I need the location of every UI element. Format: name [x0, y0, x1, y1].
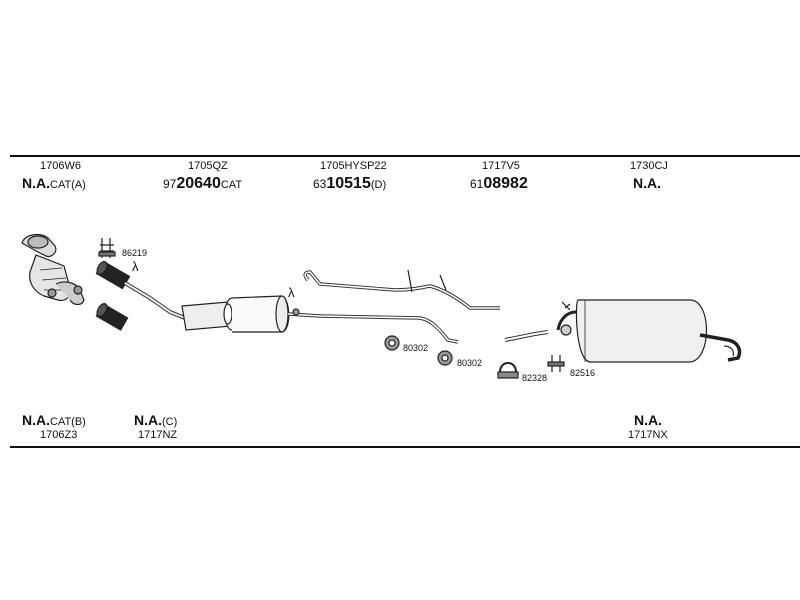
clamp-82328: [497, 362, 519, 379]
part-price-1705hysp22: 6310515(D): [313, 175, 387, 192]
part-code-1705hysp22: 1705HYSP22: [320, 160, 387, 172]
flex-pipe-lower: [95, 303, 129, 331]
short-pipe-rear: [504, 330, 549, 342]
part-price-cat-b: N.A.CAT(B): [22, 412, 86, 428]
part-price-1717v5: 6108982: [470, 175, 528, 192]
part-code-1717nz: 1717NZ: [138, 429, 178, 441]
part-code-1706w6: 1706W6: [40, 160, 81, 172]
part-code-1706z3: 1706Z3: [40, 429, 78, 441]
part-price-1717nx: N.A.: [634, 412, 662, 428]
part-code-1717nx: 1717NX: [628, 429, 668, 441]
part-code-82516: 82516: [570, 368, 596, 378]
rubber-mount-80302-a: [384, 335, 400, 351]
middle-pipe: [287, 308, 459, 344]
rubber-mount-80302-b: [437, 350, 453, 366]
rear-silencer: [556, 299, 742, 363]
top-rule: [10, 155, 800, 157]
part-code-1705qz: 1705QZ: [188, 160, 228, 172]
part-price-c: N.A.(C): [134, 412, 178, 428]
rear-connecting-pipe: [303, 269, 500, 310]
clamp-82516: [547, 355, 565, 372]
part-price-1705qz: 9720640CAT: [163, 175, 243, 192]
lambda-sensor-label-2: λ: [288, 285, 295, 300]
front-pipe-with-cat: [123, 281, 290, 333]
part-code-80302-b: 80302: [457, 358, 483, 368]
catalytic-converter-manifold: [21, 233, 85, 306]
part-code-80302-a: 80302: [403, 343, 429, 353]
bottom-rule: [10, 446, 800, 448]
part-code-1717v5: 1717V5: [482, 160, 520, 172]
part-code-86219: 86219: [122, 248, 148, 258]
part-price-1730cj: N.A.: [633, 175, 661, 191]
lambda-sensor-label-1: λ: [132, 259, 139, 274]
clamp-86219: [98, 238, 116, 258]
part-code-1730cj: 1730CJ: [630, 160, 668, 172]
part-price-cat-a: N.A.CAT(A): [22, 175, 86, 191]
flex-pipe-upper: [95, 260, 131, 290]
part-code-82328: 82328: [522, 373, 548, 383]
